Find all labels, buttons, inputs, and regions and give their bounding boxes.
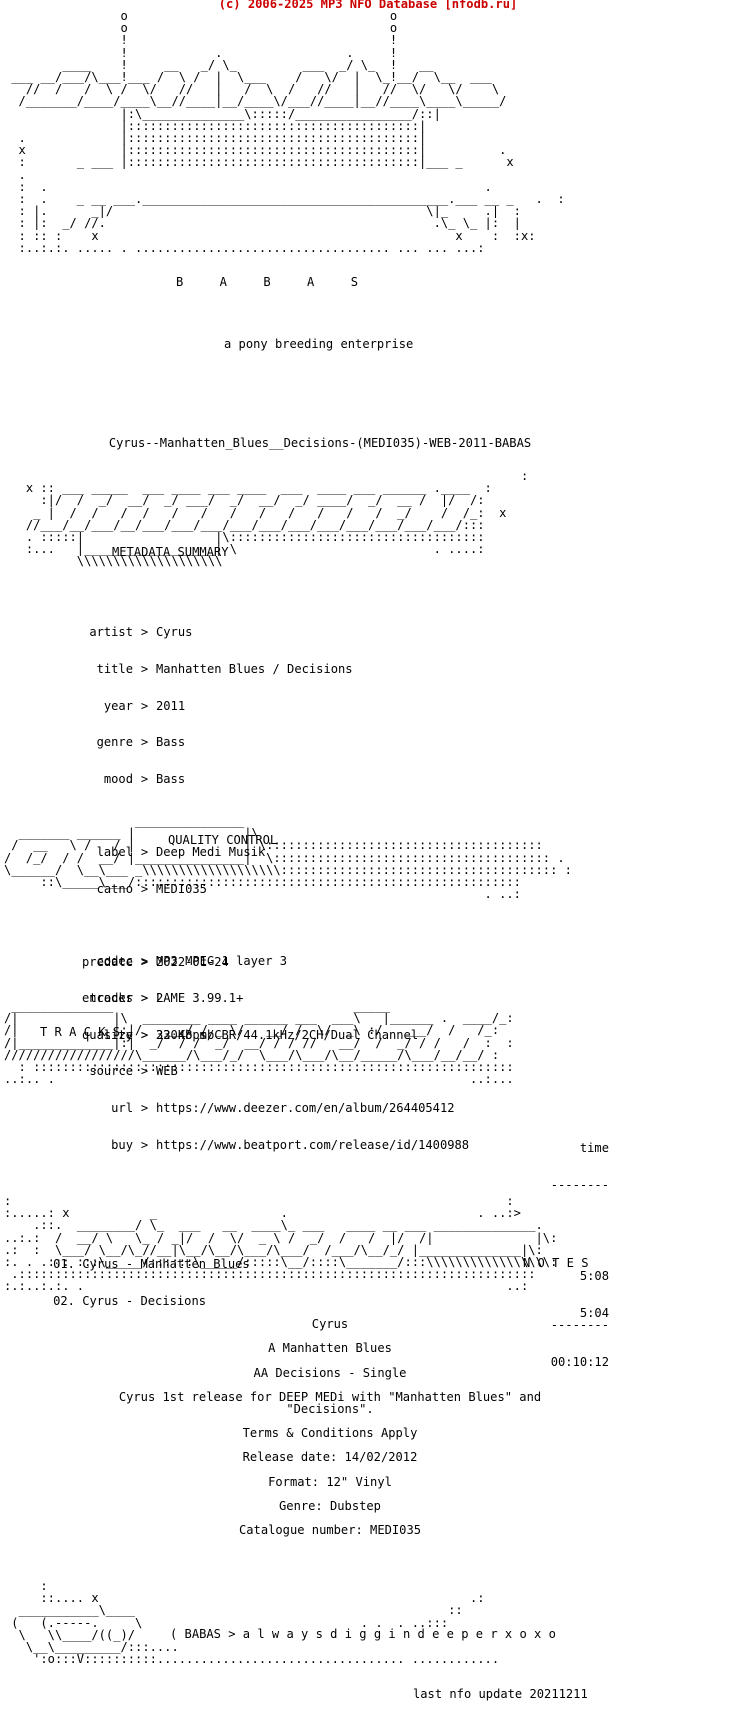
notes-genre: Genre: Dubstep xyxy=(279,1499,381,1513)
notes-catalogue: Catalogue number: MEDI035 xyxy=(238,1523,422,1537)
deezer-link[interactable]: https://www.deezer.com/en/album/26440541… xyxy=(156,1101,455,1116)
notes-terms: Terms & Conditions Apply xyxy=(242,1426,418,1440)
tracks-rule: -------- xyxy=(550,1178,609,1192)
tracks-total: 00:10:12 xyxy=(550,1354,609,1369)
notes-header-art: : : :.....: x _ . . ..:> .::. ________/ … xyxy=(4,1194,558,1294)
meta-size: size>23.48 mb xyxy=(103,1028,215,1043)
release-name: Cyrus--Manhatten_Blues__Decisions-(MEDI0… xyxy=(108,436,532,450)
notes-release-date: Release date: 14/02/2012 xyxy=(242,1450,418,1464)
notes-title: N O T E S xyxy=(523,1256,589,1270)
babas-logo-art: o o o o ! ! ! . . xyxy=(11,9,565,255)
notes-description: Cyrus 1st release for DEEP MEDi with "Ma… xyxy=(118,1390,542,1417)
tracklist: time -------- 01. Cyrus - Manhatten Blue… xyxy=(24,1118,609,1380)
meta-label: label>Deep Medi Musik xyxy=(96,845,266,860)
quality-header-art: _______________ _______ ______ | |\ / __… xyxy=(4,814,572,902)
metadata-header-art: : x :: ___ _____ ___ ____ ___ ____ ___ _… xyxy=(25,469,529,569)
track-row: 01. Cyrus - Manhatten Blues 5:08 xyxy=(53,1257,609,1284)
footer-slogan: ( BABAS > a l w a y s d i g g i n d e e … xyxy=(170,1627,556,1641)
meta-year: year>2011 xyxy=(103,698,186,713)
qc-quality: quality>320Kbps/CBR/44.1kHz/2CH/Dual Cha… xyxy=(82,1027,419,1042)
logo-tagline: a pony breeding enterprise xyxy=(224,337,414,351)
notes-artist: Cyrus xyxy=(311,1317,349,1331)
metadata-list: artist>Cyrus title>Manhatten Blues / Dec… xyxy=(0,602,469,1163)
qc-source: source>WEB xyxy=(89,1064,178,1079)
qc-codec: codec>MP3 MPEG 1 layer 3 xyxy=(96,954,288,969)
quality-title: QUALITY CONTROL xyxy=(168,833,278,847)
logo-letters: B A B A S xyxy=(176,275,359,289)
meta-url: url>https://www.deezer.com/en/album/2644… xyxy=(111,1101,455,1116)
notes-aa-side: AA Decisions - Single xyxy=(253,1366,407,1380)
track-row: 02. Cyrus - Decisions 5:04 xyxy=(53,1293,609,1320)
meta-predate: predate>2022-01-24 xyxy=(82,954,229,969)
meta-genre: genre>Bass xyxy=(96,735,186,750)
meta-tracks: tracks>2 xyxy=(89,991,164,1006)
notes-a-side: A Manhatten Blues xyxy=(268,1341,392,1355)
qc-encoder: encoder>LAME 3.99.1+ xyxy=(82,991,244,1006)
last-update: last nfo update 20211211 xyxy=(413,1687,588,1701)
meta-buy: buy>https://www.beatport.com/release/id/… xyxy=(111,1137,470,1152)
meta-mood: mood>Bass xyxy=(103,771,186,786)
metadata-title: METADATA SUMMARY xyxy=(112,545,229,559)
meta-catno: catno>MEDI035 xyxy=(96,881,207,896)
tracks-time-header: time xyxy=(579,1141,609,1156)
meta-title: title>Manhatten Blues / Decisions xyxy=(96,662,353,677)
tracks-header-art: ______________ _____ /| |\ ________ ____… xyxy=(4,999,514,1087)
meta-artist: artist>Cyrus xyxy=(89,625,193,640)
quality-list: codec>MP3 MPEG 1 layer 3 encoder>LAME 3.… xyxy=(0,931,418,1090)
notes-format: Format: 12" Vinyl xyxy=(268,1475,392,1489)
site-credit: (c) 2006-2025 MP3 NFO Database [nfodb.ru… xyxy=(218,0,518,11)
footer-art: : ::.... x .: ___________\____ :: ( (.--… xyxy=(11,1579,500,1667)
beatport-link[interactable]: https://www.beatport.com/release/id/1400… xyxy=(156,1137,470,1152)
tracks-title: T R A C K S xyxy=(40,1025,121,1039)
